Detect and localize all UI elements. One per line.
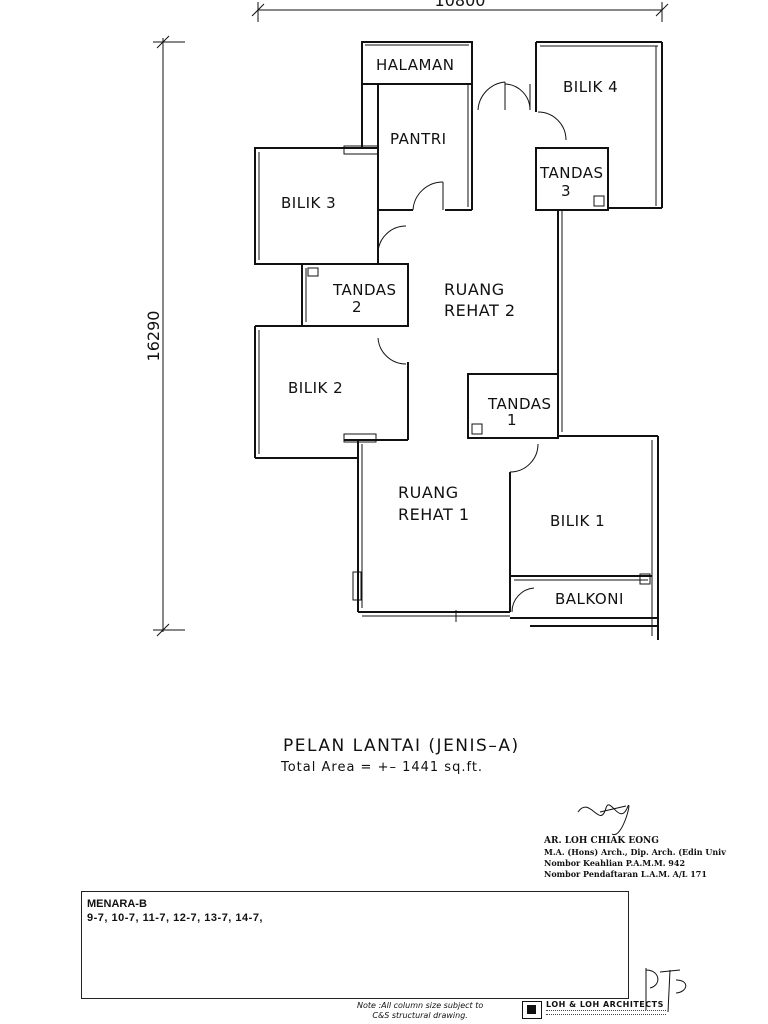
total-area: Total Area = +– 1441 sq.ft.	[281, 760, 484, 775]
structural-note-line2: C&S structural drawing.	[372, 1011, 468, 1020]
unit-list: 9-7, 10-7, 11-7, 12-7, 13-7, 14-7,	[87, 912, 263, 924]
architect-registration: Nombor Pendaftaran L.A.M. A/L 171	[544, 869, 707, 879]
room-ruang-rehat-2-line2: REHAT 2	[444, 301, 516, 320]
room-bilik-2: BILIK 2	[288, 379, 343, 397]
doors	[377, 81, 567, 613]
structural-note-line1: Note :All column size subject to	[357, 1001, 484, 1010]
room-bilik-3: BILIK 3	[281, 194, 336, 212]
room-pantri: PANTRI	[390, 130, 447, 148]
room-ruang-rehat-2: RUANG	[444, 280, 505, 299]
architect-stamp: AR. LOH CHIAK EONG M.A. (Hons) Arch., Di…	[544, 836, 726, 880]
firm-title-block: LOH & LOH ARCHITECTS	[522, 999, 667, 1021]
architect-signature	[577, 804, 630, 835]
firm-logo-icon	[522, 1001, 542, 1019]
initials-signature	[645, 968, 687, 1013]
architect-name: AR. LOH CHIAK EONG	[544, 836, 659, 846]
room-halaman: HALAMAN	[376, 56, 454, 74]
room-labels: HALAMAN PANTRI BILIK 4 TANDAS 3 BILIK 3 …	[281, 56, 624, 608]
firm-name: LOH & LOH ARCHITECTS	[546, 1000, 664, 1009]
room-bilik-4: BILIK 4	[563, 78, 618, 96]
height-dimension-label: 16290	[144, 311, 163, 362]
room-ruang-rehat-1-line2: REHAT 1	[398, 505, 470, 524]
room-tandas-1-number: 1	[507, 411, 517, 429]
room-tandas-3: TANDAS	[539, 164, 604, 182]
room-bilik-1: BILIK 1	[550, 512, 605, 530]
walls	[254, 41, 663, 640]
width-dimension-label: 10800	[435, 0, 486, 10]
room-ruang-rehat-1: RUANG	[398, 483, 459, 502]
architect-qualification: M.A. (Hons) Arch., Dip. Arch. (Edin Univ	[544, 847, 726, 857]
room-tandas-2-number: 2	[352, 298, 362, 316]
architect-membership: Nombor Keahlian P.A.M.M. 942	[544, 858, 686, 868]
height-dimension: 16290	[144, 35, 185, 637]
firm-detail-line	[546, 1014, 666, 1016]
block-name: MENARA-B	[87, 898, 147, 910]
plan-title: PELAN LANTAI (JENIS–A)	[283, 736, 520, 756]
room-tandas-3-number: 3	[561, 182, 571, 200]
room-tandas-2: TANDAS	[332, 281, 397, 299]
room-tandas-1: TANDAS	[487, 395, 552, 413]
structural-note: Note :All column size subject to C&S str…	[357, 1001, 483, 1021]
firm-detail-line	[546, 1010, 666, 1012]
room-balkoni: BALKONI	[555, 590, 624, 608]
width-dimension: 10800	[251, 0, 669, 22]
unit-box: MENARA-B 9-7, 10-7, 11-7, 12-7, 13-7, 14…	[81, 891, 629, 999]
